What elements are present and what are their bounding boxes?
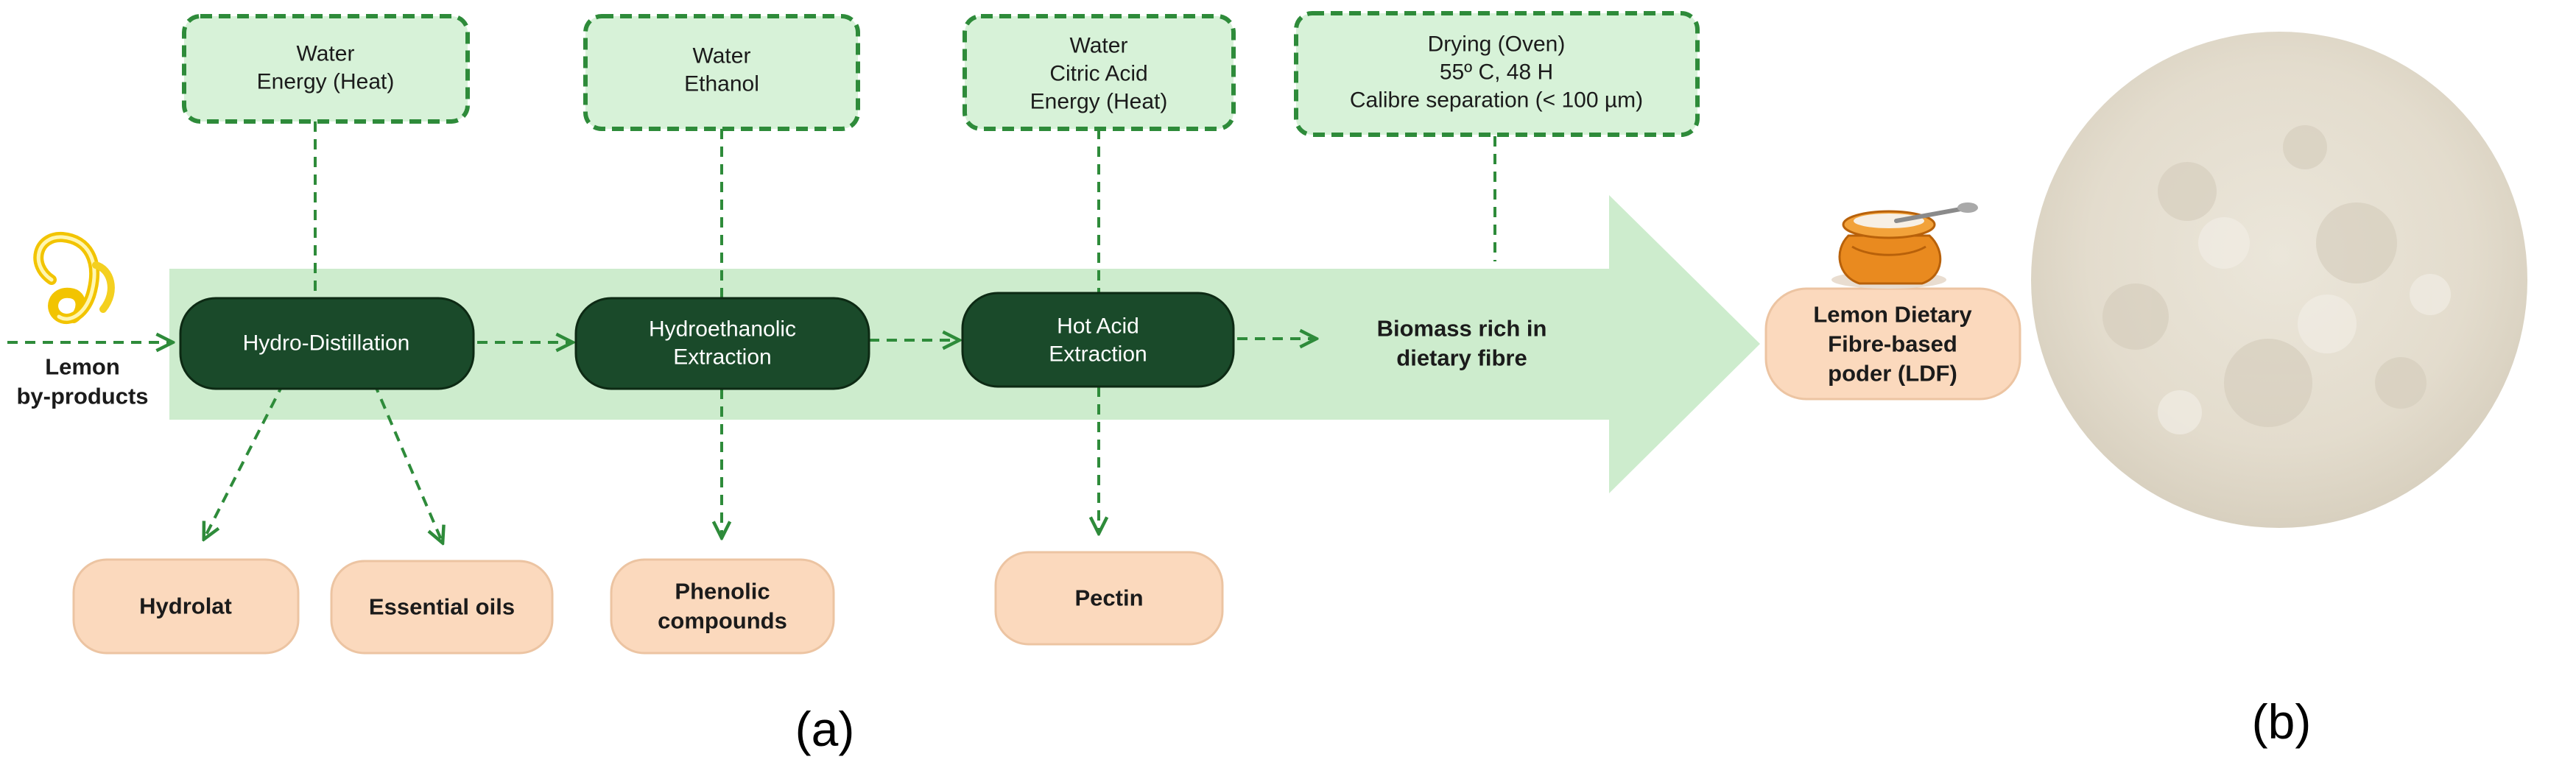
input-label-3-line-1: Water <box>1070 34 1128 58</box>
step-pill-hot-acid <box>961 292 1235 388</box>
flour-sack-icon <box>1831 202 1978 289</box>
input-connectors <box>314 121 1496 298</box>
input-box-hot-acid <box>963 14 1236 131</box>
input-label-2-line-2: Ethanol <box>684 72 759 96</box>
start-label-line-1: Lemon <box>45 354 120 380</box>
step-pill-hydro-distillation <box>179 297 475 390</box>
output-label-3-line-1: Phenolic <box>675 579 770 604</box>
step-label-2-line-1: Hydroethanolic <box>649 317 796 342</box>
step-label-2-line-2: Extraction <box>673 345 771 370</box>
input-box-hydro-distillation <box>182 14 470 124</box>
powder-photo <box>2031 32 2527 528</box>
final-product-label-line-1: Lemon Dietary <box>1813 302 1972 328</box>
intermediate-label-line-2: dietary fibre <box>1396 345 1527 371</box>
step-label-3-line-2: Extraction <box>1049 342 1147 367</box>
input-label-4-line-3: Calibre separation (< 100 µm) <box>1350 88 1643 113</box>
output-label-1-line-1: Hydrolat <box>139 593 232 619</box>
output-label-2-line-1: Essential oils <box>369 594 515 620</box>
input-label-4-line-2: 55º C, 48 H <box>1440 60 1553 85</box>
output-pill-essential-oils <box>330 560 554 655</box>
panel-label-a-line-1: (a) <box>795 702 855 756</box>
output-pill-phenolic <box>610 558 835 655</box>
output-pill-hydrolat <box>72 558 300 655</box>
output-label-4-line-1: Pectin <box>1074 585 1143 611</box>
intermediate-label-line-1: Biomass rich in <box>1377 316 1547 342</box>
input-label-3-line-2: Citric Acid <box>1049 62 1147 86</box>
flow-arrows <box>7 339 1315 541</box>
input-label-1-line-1: Water <box>297 42 355 66</box>
input-label-4-line-1: Drying (Oven) <box>1428 32 1566 57</box>
input-label-2-line-1: Water <box>693 44 751 68</box>
final-product-pill <box>1764 287 2021 401</box>
lemon-peel-icon <box>33 232 115 325</box>
output-label-3-line-2: compounds <box>658 608 787 634</box>
input-label-3-line-3: Energy (Heat) <box>1030 90 1168 114</box>
step-label-1-line-1: Hydro-Distillation <box>243 331 410 356</box>
input-label-1-line-2: Energy (Heat) <box>257 70 395 94</box>
panel-label-b-line-1: (b) <box>2252 694 2312 749</box>
step-pill-hydroethanolic <box>574 297 870 390</box>
input-box-drying <box>1294 11 1700 137</box>
start-label-line-2: by-products <box>16 384 148 409</box>
final-product-label-line-2: Fibre-based <box>1828 331 1957 357</box>
final-product-label-line-3: poder (LDF) <box>1828 361 1957 387</box>
step-label-3-line-1: Hot Acid <box>1057 314 1139 339</box>
input-box-hydroethanolic <box>583 14 860 131</box>
output-pill-pectin <box>994 551 1224 646</box>
